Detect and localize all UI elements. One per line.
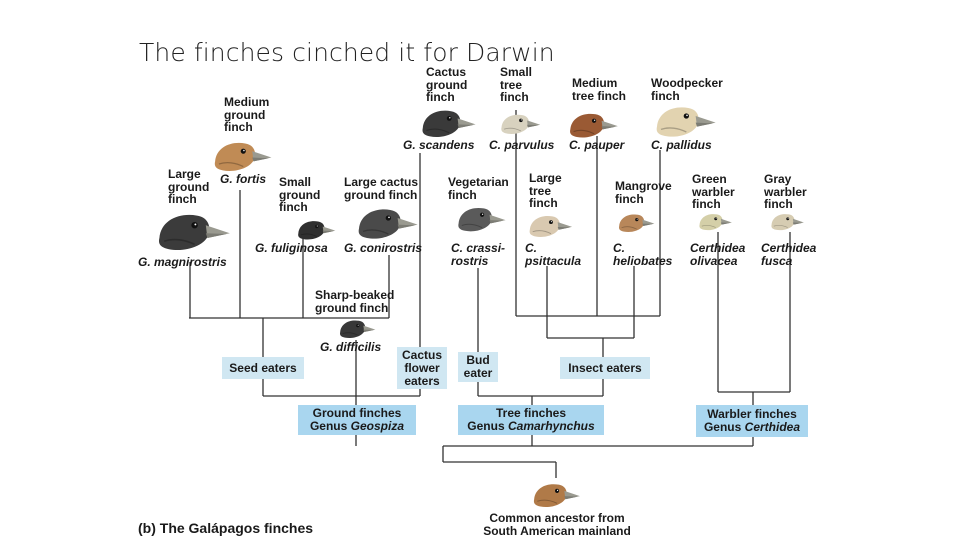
finch-species-small-ground: G. fuliginosa <box>255 241 328 255</box>
finch-species-woodpecker: C. pallidus <box>651 138 712 152</box>
finch-icon <box>214 142 272 172</box>
finch-icon <box>159 214 230 251</box>
finch-species-sharp-beaked: G. difficilis <box>320 340 382 354</box>
finch-species-large-cactus-ground: G. conirostris <box>344 241 423 255</box>
finch-icon <box>422 110 476 138</box>
finch-illustration-ancestor <box>530 476 582 517</box>
ancestor-finch-icon <box>533 484 580 508</box>
finch-icon <box>501 114 541 135</box>
finch-illustration-large-ground <box>153 204 233 261</box>
finch-illustration-small-tree <box>498 107 542 144</box>
diet-box-insect-eaters: Insect eaters <box>560 357 650 379</box>
finch-illustration-large-tree <box>526 210 574 245</box>
finch-illustration-medium-ground <box>210 133 274 182</box>
finch-species-mangrove: C.heliobates <box>613 241 673 268</box>
finch-species-vegetarian: C. crassi-rostris <box>451 241 506 268</box>
finch-illustration-large-cactus-ground <box>347 202 427 247</box>
panel-label: (b) The Galápagos finches <box>138 520 314 536</box>
finch-icon <box>529 215 573 238</box>
finch-icon <box>340 320 376 339</box>
slide-title: The finches cinched it for Darwin <box>139 38 555 67</box>
finch-icon <box>458 207 506 232</box>
finch-icon <box>656 107 716 137</box>
finch-icon <box>358 209 418 239</box>
finch-species-large-ground: G. magnirostris <box>138 255 227 269</box>
finch-species-medium-ground: G. fortis <box>220 172 267 186</box>
finch-illustration-medium-tree <box>566 107 620 146</box>
finch-illustration-green-warbler <box>694 210 736 237</box>
finch-icon <box>771 214 804 231</box>
finch-illustration-cactus-ground <box>418 102 478 147</box>
finch-icon <box>619 214 655 233</box>
finch-illustration-gray-warbler <box>764 210 810 237</box>
finch-species-large-tree: C.psittacula <box>525 241 582 268</box>
finch-icon <box>699 214 732 231</box>
finch-illustration-small-ground <box>295 214 337 249</box>
finch-species-medium-tree: C. pauper <box>569 138 625 152</box>
genus-box-ground-finches: Ground finches Genus Geospiza <box>298 405 416 435</box>
genus-box-warbler-finches: Warbler finches Genus Certhidea <box>696 405 808 437</box>
finch-illustration-vegetarian <box>452 202 510 239</box>
finch-illustration-woodpecker <box>648 100 722 145</box>
finch-species-small-tree: C. parvulus <box>489 138 555 152</box>
genus-box-tree-finches: Tree finches Genus Camarhynchus <box>458 405 604 435</box>
finch-icon <box>298 221 336 240</box>
diet-box-seed-eaters: Seed eaters <box>222 357 304 379</box>
finch-icon <box>570 113 618 138</box>
finch-species-cactus-ground: G. scandens <box>403 138 475 152</box>
finch-illustration-sharp-beaked <box>337 316 377 345</box>
finch-illustration-mangrove <box>614 210 658 239</box>
